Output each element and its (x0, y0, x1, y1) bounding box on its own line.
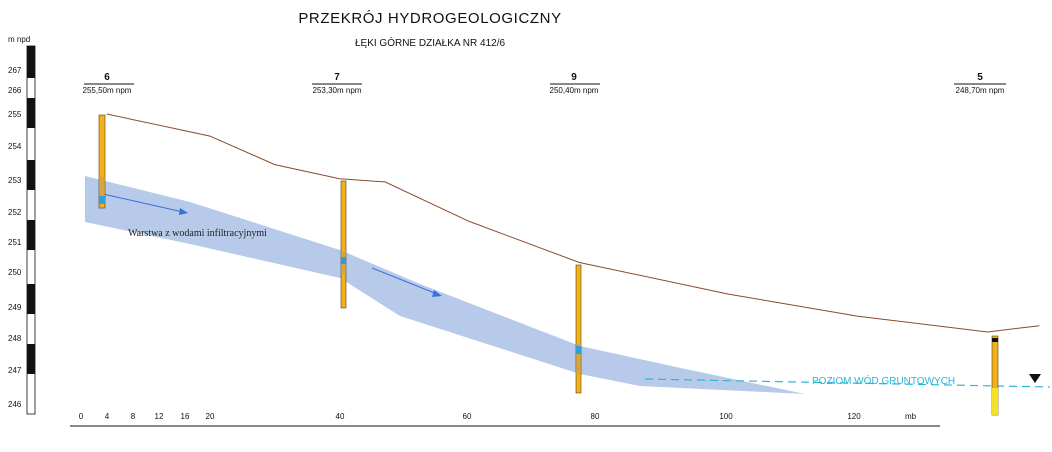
vertical-unit-label: m npd (8, 35, 30, 44)
groundwater-label: POZIOM WÓD GRUNTOWYCH (812, 374, 955, 387)
vertical-tick-label: 248 (8, 334, 22, 343)
well-header-5: 5 248,70m npm (954, 72, 1006, 95)
aquifer-layer-band (85, 176, 805, 394)
well-number: 9 (571, 72, 577, 83)
well-elevation: 255,50m npm (83, 86, 132, 95)
vertical-tick-label: 255 (8, 110, 22, 119)
horizontal-tick-label: 12 (155, 412, 164, 421)
well-header-6: 6 255,50m npm (83, 72, 134, 95)
horizontal-tick-label: 100 (719, 412, 733, 421)
well-elevation: 253,30m npm (313, 86, 362, 95)
section-subtitle: ŁĘKI GÓRNE DZIAŁKA NR 412/6 (354, 38, 506, 49)
horizontal-tick-label: 80 (591, 412, 600, 421)
horizontal-tick-label: 60 (463, 412, 472, 421)
well-header-7: 7 253,30m npm (312, 72, 362, 95)
vertical-tick-label: 267 (8, 66, 22, 75)
horizontal-tick-label: 120 (847, 412, 861, 421)
groundwater-level-line (644, 378, 1051, 388)
vertical-tick-label: 247 (8, 366, 22, 375)
vertical-tick-label: 252 (8, 208, 22, 217)
horizontal-tick-label: 0 (79, 412, 84, 421)
borehole-7 (340, 180, 347, 309)
vertical-tick-label: 253 (8, 176, 22, 185)
well-number: 7 (334, 72, 340, 83)
horizontal-unit-label: mb (905, 412, 917, 421)
section-title: PRZEKRÓJ HYDROGEOLOGICZNY (298, 10, 562, 27)
horizontal-tick-label: 4 (105, 412, 110, 421)
horizontal-tick-label: 40 (336, 412, 345, 421)
water-table-marker-icon (1029, 374, 1041, 383)
horizontal-tick-label: 8 (131, 412, 136, 421)
vertical-tick-label: 250 (8, 268, 22, 277)
horizontal-tick-label: 20 (206, 412, 215, 421)
vertical-tick-label: 249 (8, 303, 22, 312)
flow-arrow (371, 267, 442, 297)
vertical-tick-label: 246 (8, 400, 22, 409)
ground-surface-line (106, 113, 1040, 333)
well-number: 6 (104, 72, 110, 83)
aquifer-layer-label: Warstwa z wodami infiltracyjnymi (128, 228, 267, 239)
well-elevation: 250,40m npm (550, 86, 599, 95)
vertical-tick-label: 254 (8, 142, 22, 151)
vertical-scale-bar (26, 45, 36, 415)
well-header-9: 9 250,40m npm (550, 72, 600, 95)
vertical-tick-label: 266 (8, 86, 22, 95)
horizontal-tick-label: 16 (181, 412, 190, 421)
borehole-9 (575, 264, 582, 394)
flow-arrow (102, 193, 188, 215)
borehole-6 (98, 114, 106, 209)
well-number: 5 (977, 72, 983, 83)
borehole-5 (991, 335, 999, 416)
vertical-tick-label: 251 (8, 238, 22, 247)
well-elevation: 248,70m npm (956, 86, 1005, 95)
